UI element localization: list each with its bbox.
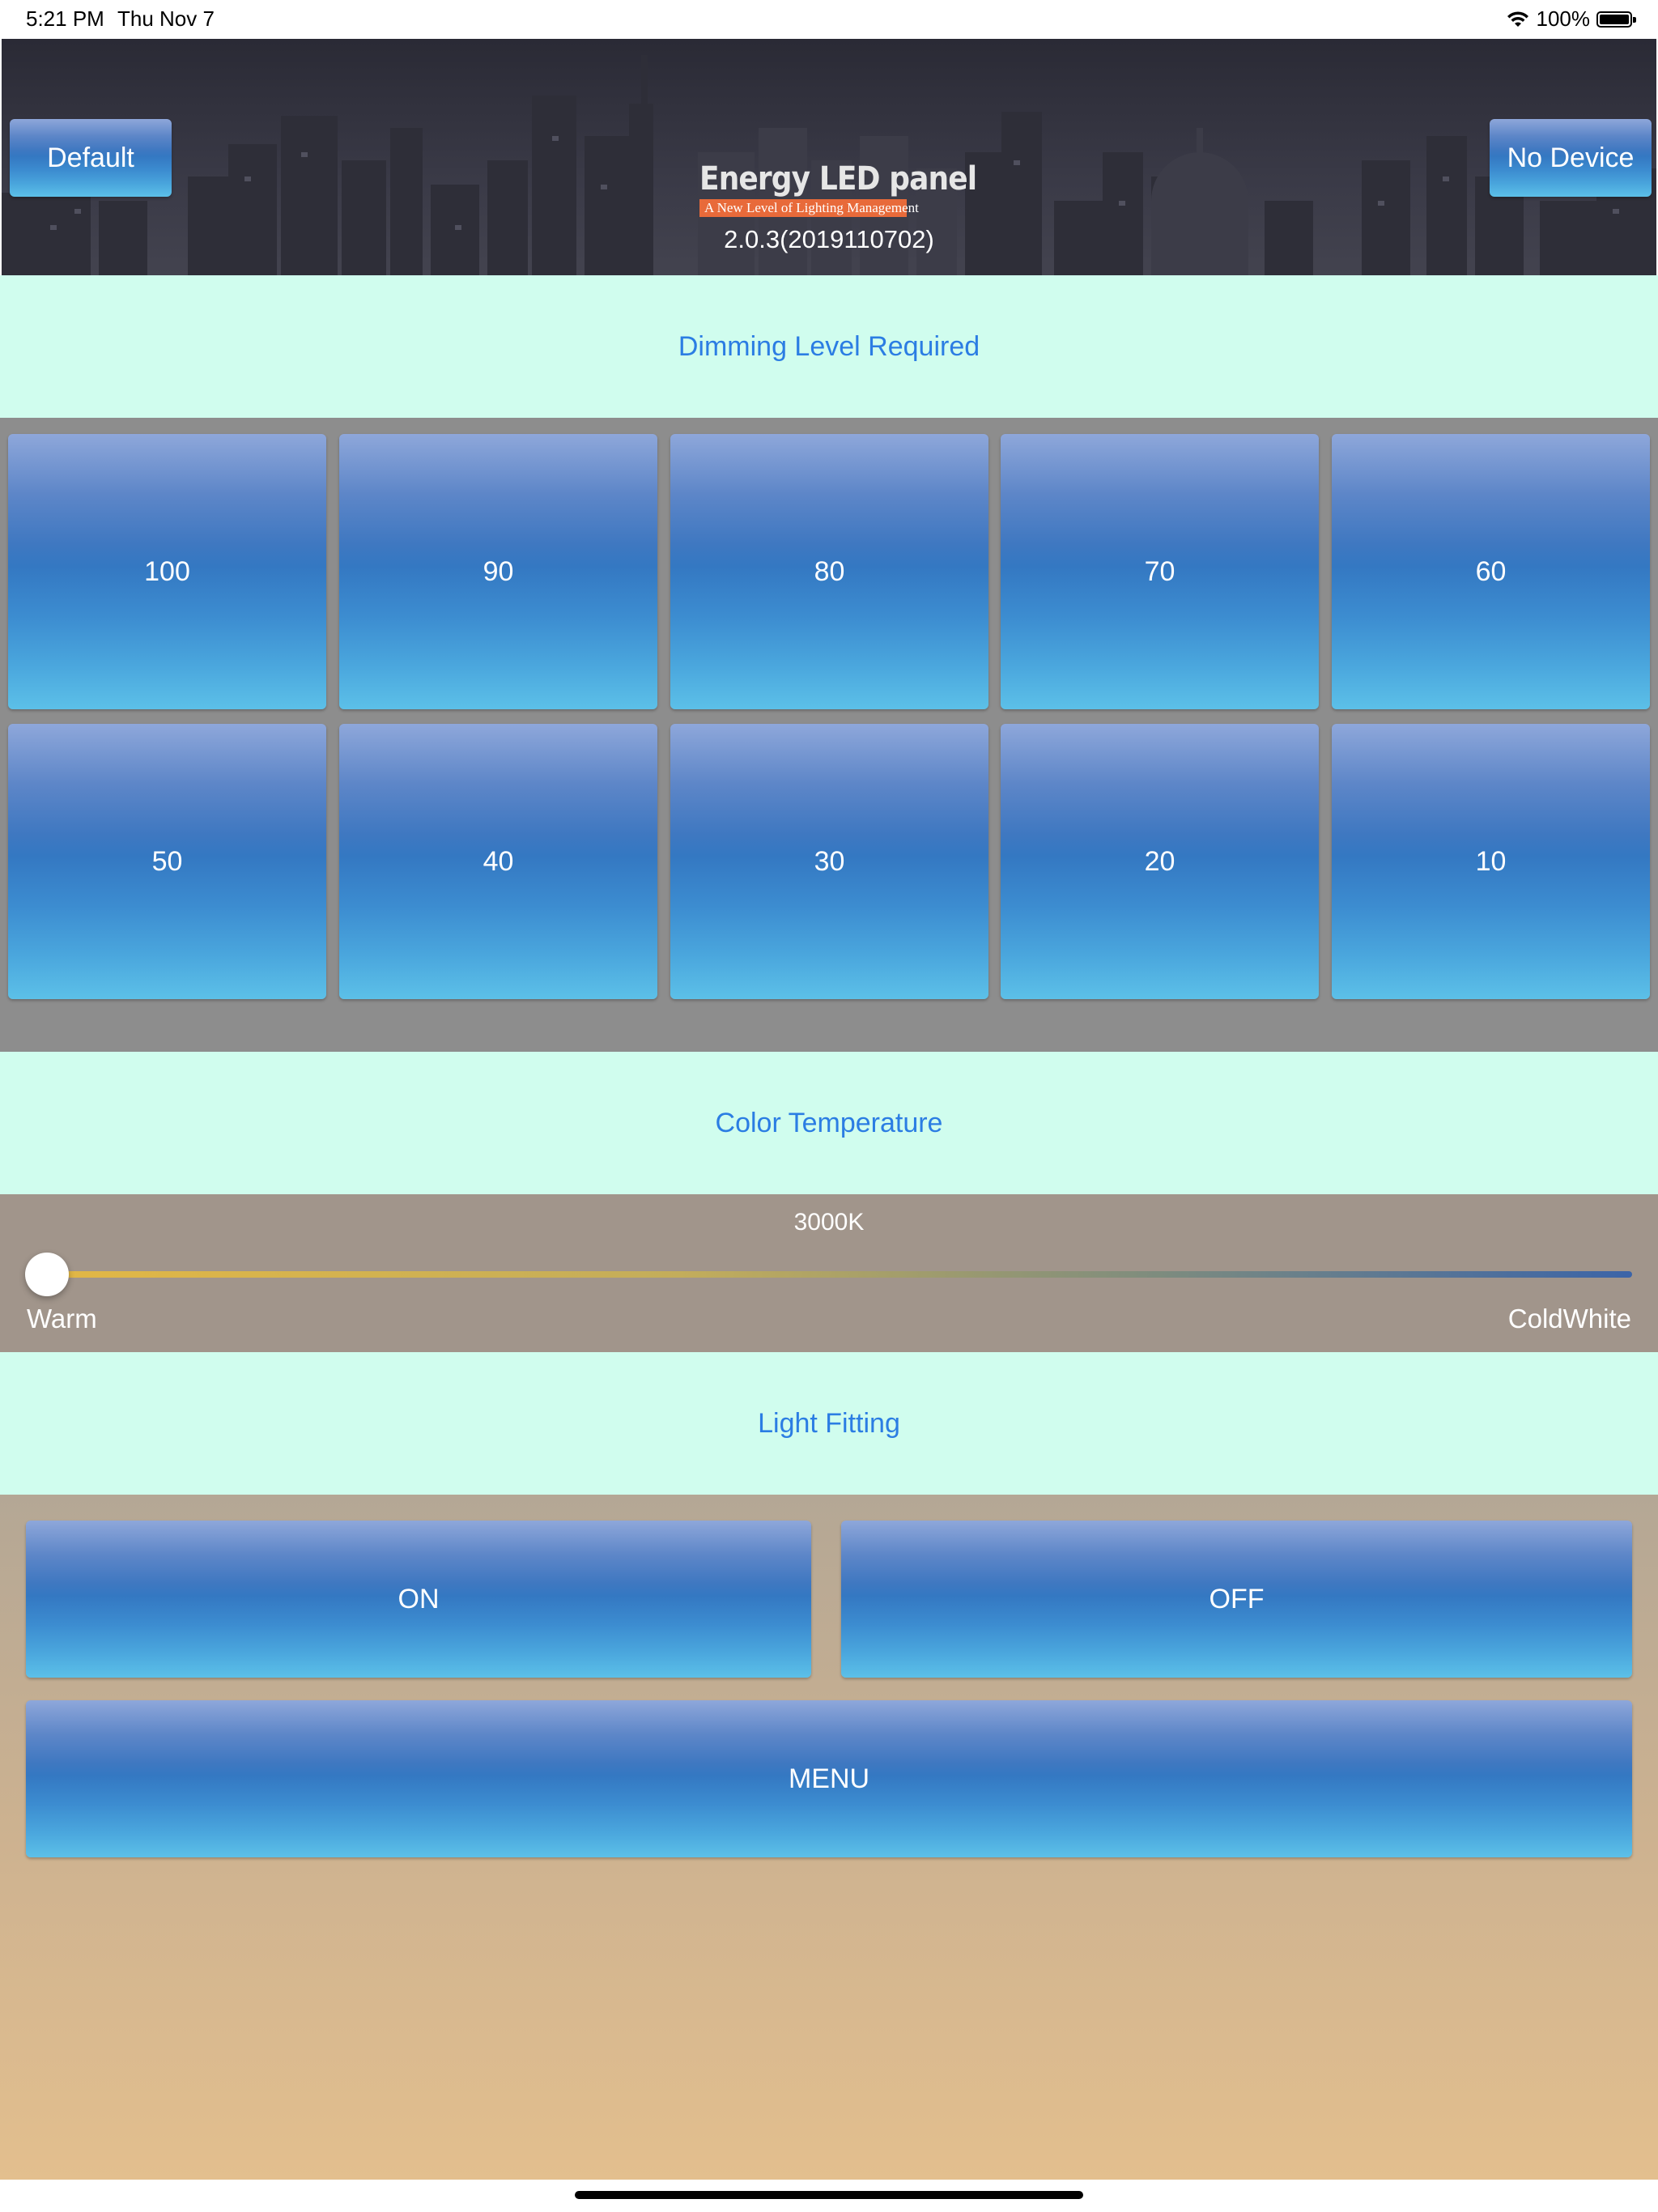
- dim-button-10[interactable]: 10: [1332, 724, 1650, 999]
- battery-icon: [1596, 11, 1636, 28]
- dim-button-70[interactable]: 70: [1001, 434, 1319, 709]
- status-right: 100%: [1506, 6, 1636, 32]
- device-button[interactable]: No Device: [1490, 119, 1652, 197]
- dim-button-60[interactable]: 60: [1332, 434, 1650, 709]
- status-time: 5:21 PM: [26, 6, 104, 31]
- temperature-value: 3000K: [793, 1209, 865, 1236]
- dim-button-100[interactable]: 100: [8, 434, 326, 709]
- dimming-section-title: Dimming Level Required: [0, 275, 1658, 418]
- temperature-slider-thumb[interactable]: [25, 1253, 69, 1296]
- off-button[interactable]: OFF: [841, 1521, 1632, 1678]
- color-temperature-title: Color Temperature: [0, 1052, 1658, 1194]
- color-temperature-panel: 3000K Warm ColdWhite: [0, 1194, 1658, 1352]
- logo-tagline: A New Level of Lighting Management: [699, 199, 919, 217]
- app-version: 2.0.3(2019110702): [724, 225, 934, 253]
- wifi-icon: [1507, 11, 1528, 27]
- temperature-slider-track[interactable]: [47, 1271, 1632, 1278]
- dim-button-40[interactable]: 40: [339, 724, 657, 999]
- status-date: Thu Nov 7: [117, 6, 215, 31]
- temperature-min-label: Warm: [27, 1304, 97, 1334]
- logo-title: Energy LED panel: [699, 160, 977, 198]
- app-header: Default No Device Energy LED panel A New…: [2, 39, 1656, 275]
- dim-button-90[interactable]: 90: [339, 434, 657, 709]
- dim-button-20[interactable]: 20: [1001, 724, 1319, 999]
- dim-button-30[interactable]: 30: [670, 724, 988, 999]
- default-button[interactable]: Default: [10, 119, 172, 197]
- menu-button[interactable]: MENU: [26, 1700, 1632, 1857]
- dimming-grid: 100 90 80 70 60 50 40 30 20 10: [0, 418, 1658, 1052]
- home-indicator[interactable]: [575, 2191, 1083, 2199]
- app-logo: Energy LED panel A New Level of Lighting…: [699, 160, 977, 217]
- light-fitting-panel: ON OFF MENU: [0, 1495, 1658, 2180]
- dim-button-80[interactable]: 80: [670, 434, 988, 709]
- light-fitting-title: Light Fitting: [0, 1352, 1658, 1495]
- dim-button-50[interactable]: 50: [8, 724, 326, 999]
- on-button[interactable]: ON: [26, 1521, 811, 1678]
- status-bar: 5:21 PM Thu Nov 7 100%: [0, 0, 1658, 39]
- temperature-max-label: ColdWhite: [1507, 1304, 1631, 1334]
- battery-percent: 100%: [1536, 6, 1591, 31]
